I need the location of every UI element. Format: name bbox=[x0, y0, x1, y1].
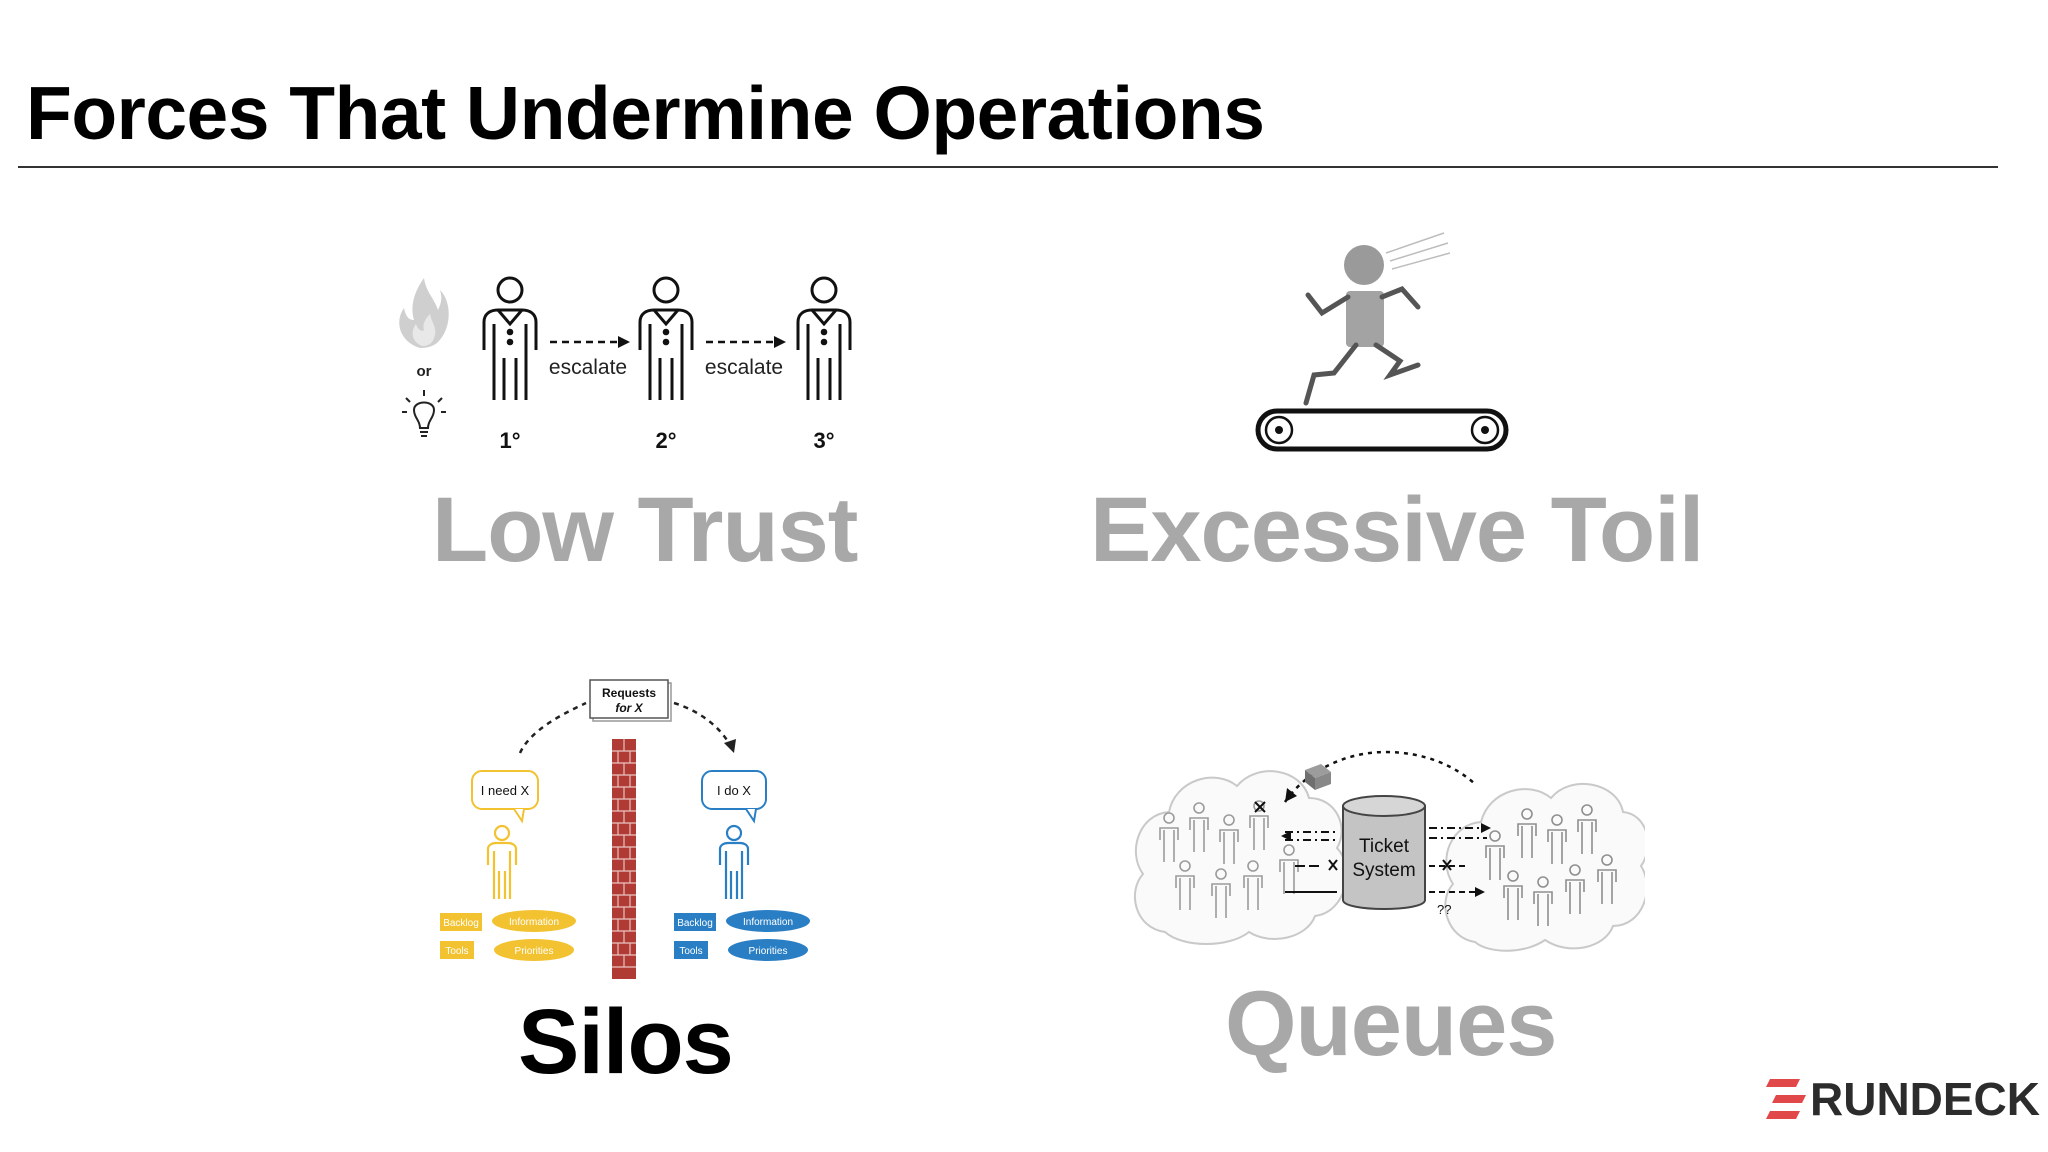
left-tag-tools: Tools bbox=[445, 946, 468, 957]
rundeck-logo: RUNDECK bbox=[1766, 1075, 2040, 1123]
queues-label: Queues bbox=[1225, 973, 1557, 1075]
provider-person-icon bbox=[718, 824, 750, 899]
treadmill-runner-illustration bbox=[1255, 232, 1509, 452]
tier-label-2: 2° bbox=[655, 428, 676, 453]
person-icon-tier-1 bbox=[482, 276, 538, 400]
motion-lines bbox=[1385, 232, 1451, 270]
brick-wall bbox=[612, 739, 636, 979]
blocked-x-marks bbox=[1254, 801, 1452, 871]
ticket-system-line-1: Ticket bbox=[1359, 836, 1410, 857]
left-team-people-icons bbox=[1159, 800, 1299, 918]
escalate-label-2: escalate bbox=[705, 356, 783, 379]
request-arc-right bbox=[673, 701, 732, 746]
left-team-cloud bbox=[1134, 770, 1348, 945]
do-bubble-text: I do X bbox=[717, 783, 751, 798]
package-icon bbox=[1305, 764, 1331, 790]
right-tag-backlog: Backlog bbox=[677, 918, 713, 929]
queue-flow-lines bbox=[1285, 827, 1487, 893]
tier-label-1: 1° bbox=[499, 428, 520, 453]
low-trust-label: Low Trust bbox=[432, 479, 858, 581]
escalation-diagram: or escalate esca bbox=[399, 276, 852, 453]
person-icon-tier-3 bbox=[796, 276, 852, 400]
flow-arrowhead-right-2 bbox=[1475, 887, 1485, 897]
escalate-arrow-1 bbox=[550, 336, 630, 348]
left-tag-priorities: Priorities bbox=[515, 946, 554, 957]
need-bubble-text: I need X bbox=[481, 783, 530, 798]
requests-card: Requests for X bbox=[589, 679, 672, 722]
request-arc-left bbox=[518, 701, 587, 754]
logo-wordmark: RUNDECK bbox=[1810, 1073, 2040, 1125]
requester-person-icon bbox=[486, 824, 518, 899]
bypass-arrowhead bbox=[1285, 788, 1297, 802]
do-speech-bubble: I do X bbox=[701, 770, 767, 824]
left-tag-information: Information bbox=[509, 917, 559, 928]
requests-line-1: Requests bbox=[602, 686, 656, 700]
flame-icon bbox=[399, 278, 449, 348]
right-team-people-icons bbox=[1485, 804, 1617, 926]
conveyor-belt-icon bbox=[1255, 408, 1509, 452]
tier-label-3: 3° bbox=[813, 428, 834, 453]
right-tag-tools: Tools bbox=[679, 946, 702, 957]
excessive-toil-label: Excessive Toil bbox=[1090, 479, 1704, 581]
ticket-system-database-icon: Ticket System bbox=[1342, 795, 1426, 910]
ticket-system-line-2: System bbox=[1352, 860, 1415, 881]
escalate-label-1: escalate bbox=[549, 356, 627, 379]
title-divider bbox=[18, 166, 1998, 168]
or-label: or bbox=[417, 363, 432, 380]
right-tag-priorities: Priorities bbox=[749, 946, 788, 957]
escalate-arrow-2 bbox=[706, 336, 786, 348]
flow-arrowhead-left bbox=[1281, 831, 1291, 841]
provider-tags: Backlog Information Tools Priorities bbox=[674, 910, 810, 961]
requester-tags: Backlog Information Tools Priorities bbox=[440, 910, 576, 961]
queues-diagram: Ticket System ?? bbox=[1134, 750, 1645, 952]
lightbulb-icon bbox=[402, 390, 446, 437]
runner-figure-icon bbox=[1303, 245, 1421, 406]
rundeck-mark-icon bbox=[1766, 1079, 1806, 1119]
right-tag-information: Information bbox=[743, 917, 793, 928]
slide-title: Forces That Undermine Operations bbox=[26, 71, 1265, 155]
silos-label: Silos bbox=[518, 991, 734, 1093]
requests-line-2: for X bbox=[615, 701, 643, 715]
right-team-cloud bbox=[1444, 783, 1645, 952]
unknown-marker: ?? bbox=[1437, 902, 1451, 917]
need-speech-bubble: I need X bbox=[471, 770, 539, 824]
flow-arrowhead-right-1 bbox=[1481, 823, 1491, 833]
left-tag-backlog: Backlog bbox=[443, 918, 479, 929]
arc-arrowhead bbox=[724, 739, 736, 753]
person-icon-tier-2 bbox=[638, 276, 694, 400]
silos-diagram: Requests for X bbox=[440, 679, 810, 979]
